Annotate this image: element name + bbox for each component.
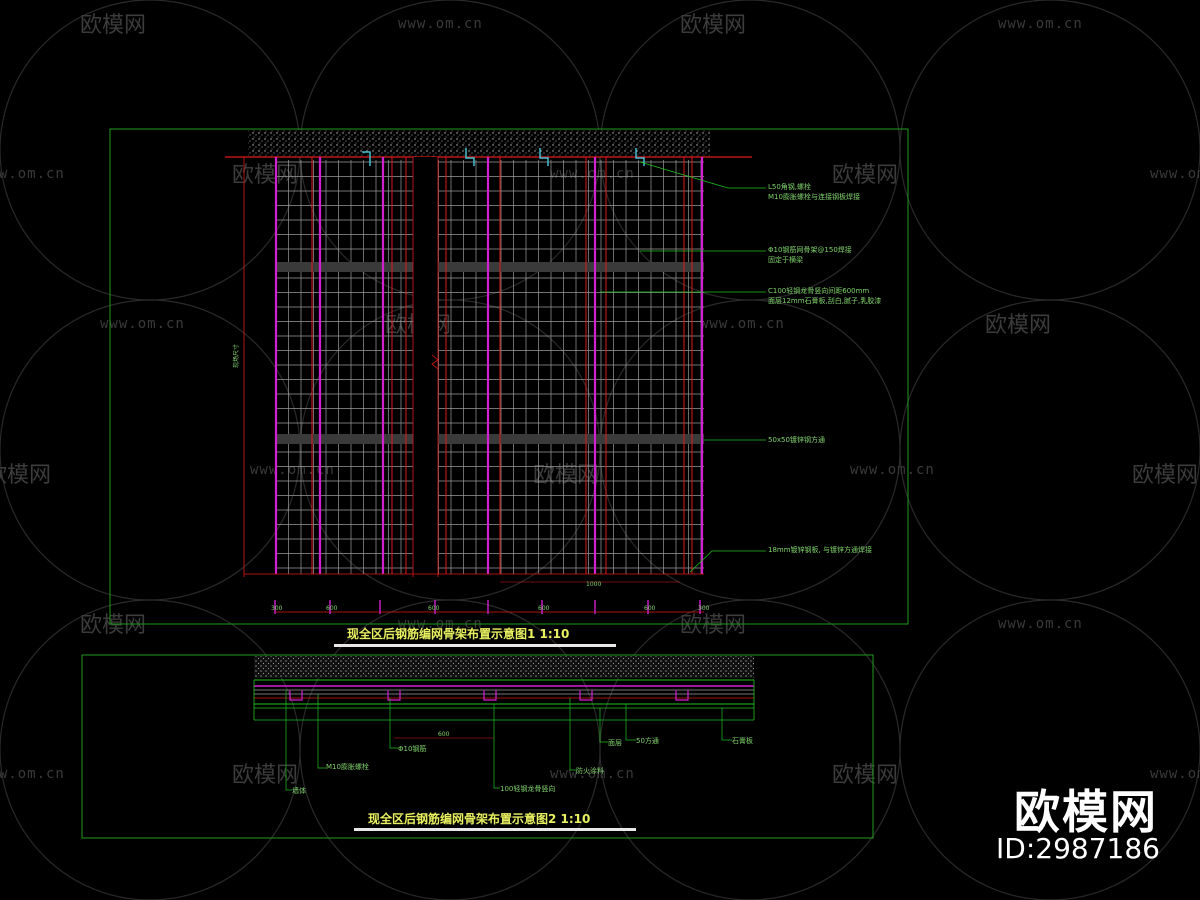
watermark-logo: 欧模网 <box>80 13 146 38</box>
height-label: 现场尺寸 <box>232 344 240 368</box>
watermark-logo: 欧模网 <box>232 763 298 788</box>
watermark-logo: 欧模网 <box>533 463 599 488</box>
section-label: 石膏板 <box>732 736 753 745</box>
watermark-logo: 欧模网 <box>0 463 51 488</box>
annotation-text: 面层12mm石膏板,刮白,腻子,乳胶漆 <box>768 296 881 305</box>
dim-text: 300 <box>271 605 283 612</box>
watermark-logo: 欧模网 <box>232 163 298 188</box>
watermark-url: www.om.cn <box>998 16 1083 32</box>
annotation-text: C100轻钢龙骨竖向间距600mm <box>768 286 869 295</box>
break-symbol <box>431 354 439 370</box>
anchor-clips <box>362 148 645 166</box>
dim-text: 600 <box>428 605 440 612</box>
watermark-logo: 欧模网 <box>80 613 146 638</box>
annotation-text: L50角钢,螺栓 <box>768 182 811 191</box>
section-label: Φ10钢筋 <box>398 744 426 753</box>
section-labels: 墙体 M10膨胀螺栓 Φ10钢筋 100轻钢龙骨竖向 防火涂料 石膏板 50方通 面层 <box>292 736 753 795</box>
watermark-url: www.om.cn <box>250 462 335 478</box>
drawing-1-title: 现全区后钢筋编网骨架布置示意图1 1:10 <box>347 626 569 641</box>
section-label: 防火涂料 <box>576 766 604 775</box>
steel-studs-magenta <box>274 157 704 574</box>
section-label: 50方通 <box>636 736 659 745</box>
watermark-logo: 欧模网 <box>832 763 898 788</box>
watermark-logo: 欧模网 <box>1132 463 1198 488</box>
dim-text: 600 <box>326 605 338 612</box>
watermark-url: www.om.cn <box>998 616 1083 632</box>
watermark-url: www.om.cn <box>1150 766 1200 782</box>
watermark-url: www.om.cn <box>398 16 483 32</box>
title-1-underline <box>334 644 616 647</box>
annotation-text: 18mm镀锌钢板, 与镀锌方通焊接 <box>768 545 872 554</box>
watermark-url: www.om.cn <box>1150 166 1200 182</box>
section-label: 墙体 <box>292 786 306 795</box>
dim-text: 600 <box>538 605 550 612</box>
break-gap <box>413 157 438 577</box>
watermark-logo: 欧模网 <box>985 313 1051 338</box>
watermark-url: www.om.cn <box>850 462 935 478</box>
drawing-2-frame <box>81 654 874 839</box>
annotation-text: M10膨胀螺栓与连接钢板焊接 <box>768 192 860 201</box>
concrete-slab-top <box>248 130 710 157</box>
drawing-2: 600 墙体 M10膨胀螺栓 Φ10钢筋 100轻钢龙骨竖向 防火涂料 石膏板 50方通 面层… <box>81 654 874 839</box>
annotation-text: 固定于横梁 <box>768 255 803 264</box>
watermark-url: www.om.cn <box>0 166 65 182</box>
title-2-underline <box>354 828 636 831</box>
dim-text: 600 <box>644 605 656 612</box>
watermark-url: www.om.cn <box>550 166 635 182</box>
section-studs <box>289 690 689 701</box>
drawing-2-title: 现全区后钢筋编网骨架布置示意图2 1:10 <box>368 811 590 826</box>
drawing-1: 现场尺寸 1000 300 600 600 600 600 300 L50角钢,螺栓M10… <box>109 128 909 647</box>
watermark-logo: 欧模网 <box>832 163 898 188</box>
sub-dim-text: 1000 <box>586 581 601 588</box>
rebar-grid <box>275 160 704 574</box>
watermark-url: www.om.cn <box>700 316 785 332</box>
leader-lines <box>600 161 766 573</box>
drawing-1-frame <box>109 128 909 625</box>
bottom-dimensions: 300 600 600 600 600 300 <box>271 600 710 614</box>
section-label: 面层 <box>608 739 622 747</box>
watermark-logo: 欧模网 <box>680 613 746 638</box>
watermark-logo: 欧模网 <box>680 13 746 38</box>
watermark-url: www.om.cn <box>100 316 185 332</box>
dim-text: 300 <box>698 605 710 612</box>
section-layers <box>253 679 755 721</box>
brand-id-text: ID:2987186 <box>996 832 1160 865</box>
annotation-text: 50x50镀锌钢方通 <box>768 435 825 444</box>
watermark-url: www.om.cn <box>0 766 65 782</box>
horizontal-beams <box>276 262 704 444</box>
section-label: 100轻钢龙骨竖向 <box>500 784 555 793</box>
brand-logo-text: 欧模网 <box>1014 785 1158 839</box>
concrete-section <box>254 656 754 678</box>
section-label: M10膨胀螺栓 <box>326 762 369 771</box>
steel-studs-red <box>311 157 693 574</box>
section-leaders <box>285 690 732 791</box>
section-dim-text: 600 <box>438 731 450 738</box>
annotation-text: Φ10钢筋网骨架@150焊接 <box>768 245 852 254</box>
